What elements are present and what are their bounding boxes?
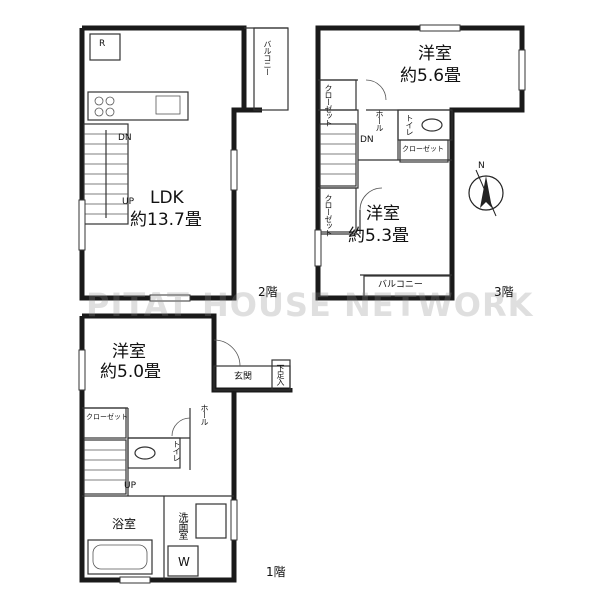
room-a-size: 約5.6畳 <box>400 66 462 86</box>
bath-label: 浴室 <box>112 517 137 531</box>
floor-3-label: 3階 <box>494 285 514 299</box>
floor-1-toilet <box>127 437 181 469</box>
floor-2-stairs <box>83 123 129 225</box>
floor-1-stair-up-label: UP <box>124 481 137 491</box>
washer-space <box>167 545 199 577</box>
watermark: PITAT HOUSE NETWORK <box>86 286 534 324</box>
closet-2-label: クローゼット <box>402 145 444 153</box>
refrigerator-box <box>89 33 121 61</box>
ldk-name: LDK <box>150 188 184 208</box>
entrance-label: 玄関 <box>234 372 253 382</box>
shoe-box <box>271 359 291 391</box>
closet-a <box>319 79 357 111</box>
wash-basin <box>195 503 227 539</box>
floor-3-balcony-label: バルコニー <box>378 280 423 290</box>
floor-3-toilet-label: トイレ <box>405 114 414 135</box>
floor-3-stair-down-label: DN <box>360 135 374 145</box>
floor-2-label: 2階 <box>258 285 278 299</box>
shoe-box-label: 下足入 <box>276 364 285 385</box>
floor-1-hall-label: ホール <box>200 404 209 425</box>
washer-label: W <box>178 555 190 569</box>
floor-1-room-size: 約5.0畳 <box>100 362 162 382</box>
floor-1-toilet-label: トイレ <box>172 440 181 461</box>
floor-2-plan <box>78 25 289 302</box>
ldk-size: 約13.7畳 <box>130 210 202 230</box>
floor-1-plan <box>78 313 293 584</box>
floor-3-plan <box>314 24 526 301</box>
floor-1-label: 1階 <box>266 565 286 579</box>
floor-1-closet-label: クローゼット <box>86 413 128 421</box>
room-b-size: 約5.3畳 <box>348 226 410 246</box>
room-a-name: 洋室 <box>418 44 452 64</box>
floor-1-stairs <box>83 439 127 495</box>
room-b-name: 洋室 <box>366 204 400 224</box>
floor-3-balcony <box>363 275 451 297</box>
floor-3-stairs <box>319 123 357 187</box>
floor-3-toilet <box>397 109 453 141</box>
compass-north-label: N <box>478 161 485 171</box>
bathtub <box>87 539 153 575</box>
compass-icon <box>468 169 504 217</box>
floor-2-stair-up-label: UP <box>122 197 135 207</box>
floor-2-balcony-label: バルコニー <box>263 40 272 75</box>
floor-1-closet <box>83 407 127 439</box>
washroom-label: 洗面室 <box>176 512 187 539</box>
closet-3-label: クローゼット <box>324 194 333 236</box>
floor-3-hall-label: ホール <box>375 110 384 131</box>
kitchen-counter <box>87 91 189 121</box>
floor-1-room-name: 洋室 <box>112 342 146 362</box>
closet-c <box>319 187 357 233</box>
floor-2-stair-down-label: DN <box>118 133 132 143</box>
refrigerator-label: R <box>99 39 106 49</box>
closet-1-label: クローゼット <box>324 84 333 126</box>
